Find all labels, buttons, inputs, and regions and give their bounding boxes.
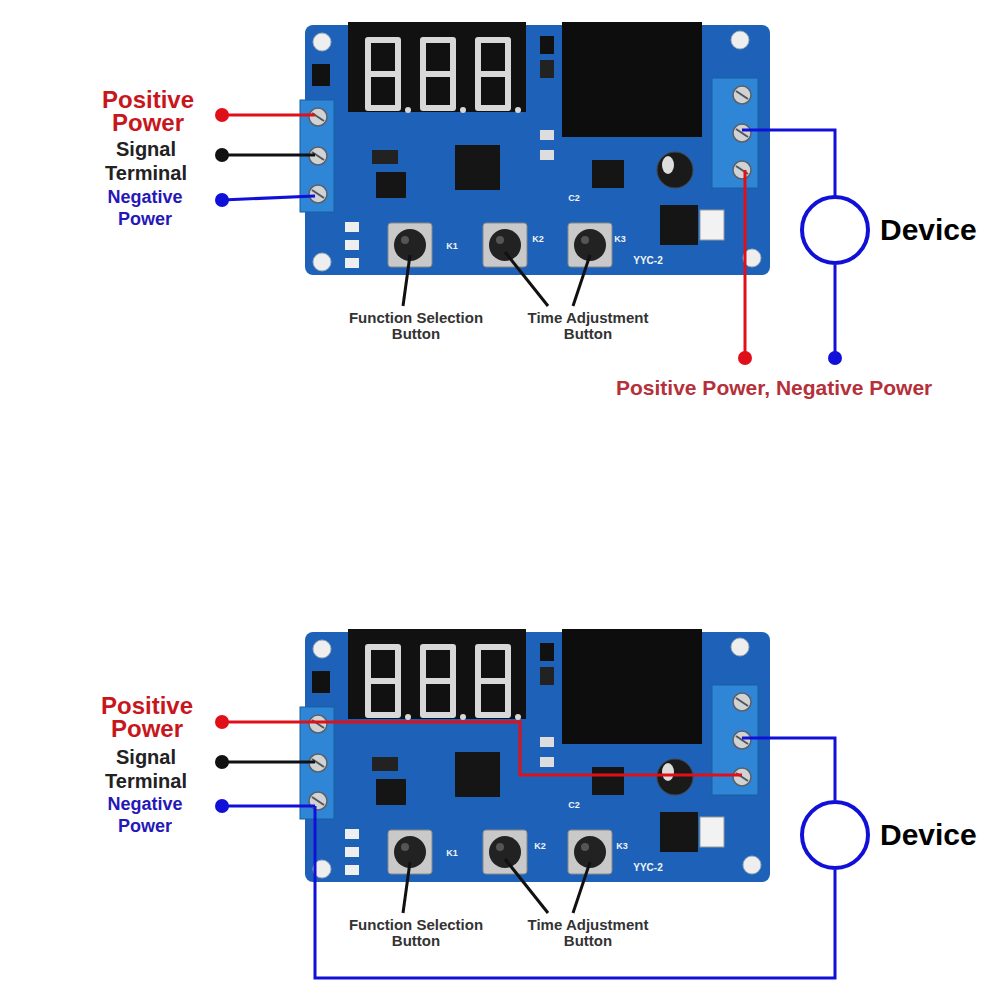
terminal-dot xyxy=(738,351,752,365)
button-label: Time Adjustment Button xyxy=(508,917,668,949)
terminal-dot xyxy=(215,193,229,207)
wire xyxy=(742,738,835,800)
power-label: Positive Power, Negative Power xyxy=(616,375,932,401)
terminal-dot xyxy=(215,715,229,729)
power-label: Negative Power xyxy=(85,186,205,230)
silkscreen-text: K3 xyxy=(610,234,630,244)
leader-line xyxy=(573,862,590,913)
wire xyxy=(222,154,315,157)
wire xyxy=(742,130,835,196)
wire xyxy=(222,114,315,117)
leader-line xyxy=(403,862,410,913)
power-label: Negative Power xyxy=(85,793,205,837)
leader-line xyxy=(505,859,548,913)
device-circle: Device xyxy=(800,195,870,265)
signal-label: Signal Terminal xyxy=(86,745,206,793)
terminal-dot xyxy=(828,351,842,365)
silkscreen-text: K1 xyxy=(442,848,462,858)
relay-board xyxy=(300,22,770,275)
relay-board xyxy=(300,629,770,882)
silkscreen-text: C2 xyxy=(564,800,584,810)
circle-outline xyxy=(800,800,870,870)
wire xyxy=(834,265,837,358)
button-label: Time Adjustment Button xyxy=(508,310,668,342)
terminal-dot xyxy=(215,148,229,162)
wire xyxy=(315,806,835,978)
power-label: Positive Power xyxy=(83,88,213,134)
terminal-dot xyxy=(215,755,229,769)
silkscreen-text: C2 xyxy=(564,193,584,203)
signal-label: Signal Terminal xyxy=(86,137,206,185)
power-label: Positive Power xyxy=(82,694,212,740)
silkscreen-text: K2 xyxy=(530,841,550,851)
wire xyxy=(222,722,742,775)
terminal-dot xyxy=(215,108,229,122)
terminal-dot xyxy=(215,799,229,813)
device-label: Device xyxy=(880,213,977,247)
silkscreen-text: K2 xyxy=(528,234,548,244)
silkscreen-text: YYC-2 xyxy=(628,255,668,266)
silkscreen-text: K1 xyxy=(442,241,462,251)
button-label: Function Selection Button xyxy=(331,917,501,949)
device-label: Device xyxy=(880,818,977,852)
device-circle: Device xyxy=(800,800,870,870)
wire xyxy=(222,761,315,764)
leader-line xyxy=(573,255,590,306)
leader-line xyxy=(505,252,548,306)
silkscreen-text: K3 xyxy=(612,841,632,851)
leader-line xyxy=(403,255,410,306)
wire xyxy=(222,805,315,808)
wire xyxy=(744,170,747,358)
button-label: Function Selection Button xyxy=(331,310,501,342)
silkscreen-text: YYC-2 xyxy=(628,862,668,873)
circle-outline xyxy=(800,195,870,265)
wire xyxy=(222,196,315,200)
